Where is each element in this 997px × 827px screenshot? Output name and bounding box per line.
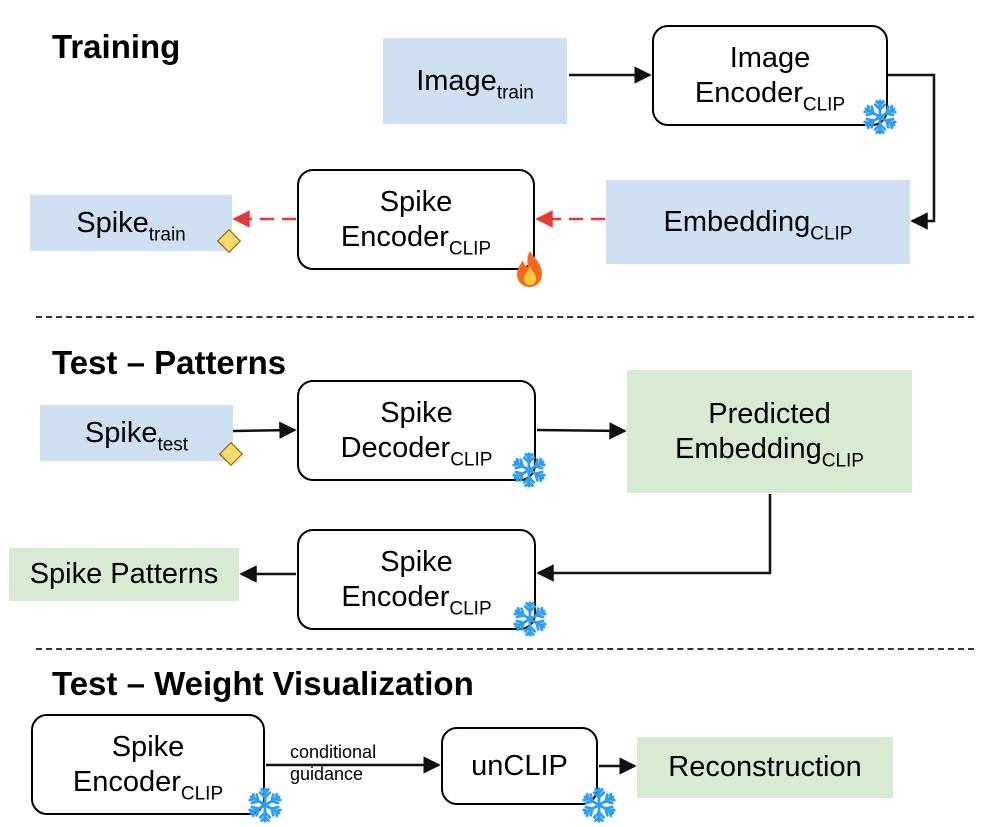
reconstruction-label: Reconstruction bbox=[668, 751, 862, 784]
spike-decoder-subscript: CLIP bbox=[450, 449, 493, 471]
test-weights-section-title: Test – Weight Visualization bbox=[52, 665, 474, 702]
snowflake-arm bbox=[582, 803, 601, 818]
image-train-label: Image bbox=[416, 64, 497, 97]
spike-encoder-frozen-node: Spike EncoderCLIP bbox=[297, 529, 536, 630]
snowflake-arm bbox=[523, 601, 537, 621]
arrow-encoder-to-embedding bbox=[888, 73, 936, 230]
snowflake-arm bbox=[263, 803, 282, 818]
snowflake-arm bbox=[592, 787, 606, 807]
test-patterns-section-title: Test – Patterns bbox=[52, 344, 287, 381]
snowflake-arm bbox=[528, 606, 547, 621]
spike-train-subscript: train bbox=[148, 224, 186, 246]
snowflake-icon bbox=[582, 787, 616, 823]
spike-train-label: Spike bbox=[76, 206, 149, 239]
spike-encoder-weights-node: Spike EncoderCLIP bbox=[31, 714, 265, 815]
image-encoder-line1: Image bbox=[729, 41, 811, 74]
arrow-decoder-to-predicted bbox=[536, 422, 627, 440]
snowflake-arm bbox=[512, 457, 531, 472]
snowflake-arm bbox=[512, 468, 531, 483]
spike-test-label: Spike bbox=[84, 416, 158, 449]
section-divider-2 bbox=[36, 648, 974, 650]
spike-encoder-trainable-node: Spike EncoderCLIP bbox=[297, 169, 535, 270]
unclip-node: unCLIP bbox=[441, 727, 598, 805]
edge-label-line1: conditional bbox=[290, 742, 377, 762]
embedding-node: EmbeddingCLIP bbox=[606, 180, 910, 264]
spike-decoder-node: Spike DecoderCLIP bbox=[297, 380, 536, 481]
snowflake-icon bbox=[512, 452, 546, 488]
snowflake-arm bbox=[522, 452, 536, 472]
predicted-embedding-subscript: CLIP bbox=[821, 450, 864, 472]
unclip-label: unCLIP bbox=[471, 749, 568, 782]
snowflake-arm bbox=[513, 606, 532, 621]
snowflake-icon bbox=[513, 601, 547, 637]
image-train-node: Imagetrain bbox=[383, 38, 567, 124]
spike-encoder-frozen-subscript: CLIP bbox=[449, 598, 492, 620]
snowflake-arm bbox=[527, 468, 546, 483]
snowflake-arm bbox=[523, 617, 537, 637]
spike-train-node: Spiketrain bbox=[30, 195, 232, 251]
spike-encoder-frozen-label: Encoder bbox=[341, 580, 450, 613]
spike-test-node: Spiketest bbox=[40, 405, 233, 461]
training-section-title: Training bbox=[52, 28, 181, 65]
spike-test-subscript: test bbox=[157, 434, 189, 456]
image-encoder-label: Encoder bbox=[694, 76, 803, 109]
arrow-spike-test-to-decoder bbox=[232, 421, 297, 440]
snowflake-arm bbox=[878, 104, 897, 119]
snowflake-arm bbox=[597, 803, 616, 818]
snowflake-arm bbox=[582, 792, 601, 807]
spike-decoder-label: Decoder bbox=[340, 431, 451, 464]
spike-encoder-weights-line1: Spike bbox=[111, 730, 185, 763]
snowflake-arm bbox=[873, 99, 887, 119]
snowflake-arm bbox=[513, 617, 532, 632]
image-encoder-node: Image EncoderCLIP bbox=[652, 25, 888, 126]
edge-label-line2: guidance bbox=[290, 764, 364, 784]
embedding-label: Embedding bbox=[663, 205, 811, 238]
reconstruction-node: Reconstruction bbox=[637, 737, 893, 798]
image-encoder-subscript: CLIP bbox=[802, 94, 846, 116]
diamond-icon bbox=[218, 441, 244, 467]
snowflake-icon bbox=[863, 99, 897, 135]
spike-encoder-trainable-subscript: CLIP bbox=[448, 238, 492, 260]
snowflake-arm bbox=[597, 792, 616, 807]
snowflake-arm bbox=[873, 115, 887, 135]
spike-encoder-frozen-line1: Spike bbox=[380, 545, 453, 578]
spike-encoder-weights-label: Encoder bbox=[72, 765, 181, 798]
snowflake-arm bbox=[258, 803, 272, 823]
snowflake-arm bbox=[248, 792, 267, 807]
predicted-embedding-node: Predicted EmbeddingCLIP bbox=[627, 370, 912, 493]
predicted-embedding-label: Embedding bbox=[675, 432, 822, 465]
spike-patterns-label: Spike Patterns bbox=[29, 558, 219, 591]
spike-patterns-node: Spike Patterns bbox=[9, 548, 239, 601]
section-divider-1 bbox=[36, 316, 974, 318]
diamond-icon bbox=[216, 228, 242, 254]
spike-decoder-line1: Spike bbox=[380, 396, 453, 429]
snowflake-arm bbox=[592, 803, 606, 823]
embedding-subscript: CLIP bbox=[810, 223, 853, 245]
flame-icon bbox=[517, 251, 542, 287]
snowflake-arm bbox=[528, 617, 547, 632]
arrow-predicted-to-spike-encoder bbox=[536, 494, 772, 582]
snowflake-arm bbox=[863, 104, 882, 119]
snowflake-icon bbox=[248, 787, 282, 823]
spike-encoder-trainable-line1: Spike bbox=[379, 185, 453, 218]
spike-encoder-weights-subscript: CLIP bbox=[180, 783, 224, 805]
spike-encoder-trainable-label: Encoder bbox=[340, 220, 449, 253]
predicted-embedding-line1: Predicted bbox=[708, 397, 831, 430]
snowflake-arm bbox=[863, 115, 882, 130]
snowflake-arm bbox=[527, 457, 546, 472]
snowflake-arm bbox=[878, 115, 897, 130]
snowflake-arm bbox=[258, 787, 272, 807]
conditional-guidance-label: conditional guidance bbox=[290, 741, 376, 785]
image-train-subscript: train bbox=[496, 82, 534, 104]
snowflake-arm bbox=[248, 803, 267, 818]
snowflake-arm bbox=[522, 468, 536, 488]
snowflake-arm bbox=[263, 792, 282, 807]
